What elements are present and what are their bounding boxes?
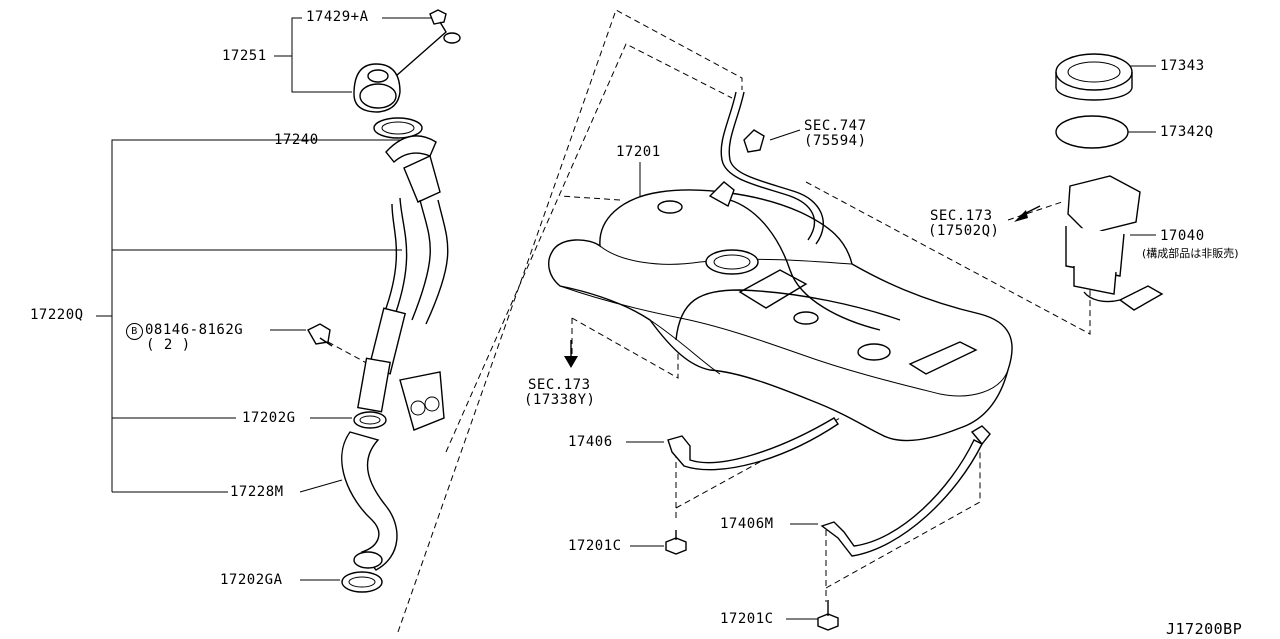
lock-ring — [1055, 53, 1133, 101]
label-17406m: 17406M — [720, 516, 774, 532]
bolt-type-circle: B — [126, 323, 143, 340]
bolts-17201c — [665, 530, 839, 631]
o-ring — [1055, 115, 1129, 149]
label-17240: 17240 — [274, 132, 319, 148]
bolt-08146 — [307, 323, 333, 347]
clamp-17202ga — [341, 571, 383, 593]
label-08146-number: 08146-8162G — [145, 322, 244, 338]
direction-arrows — [564, 205, 1041, 368]
label-17406: 17406 — [568, 434, 613, 450]
label-17251: 17251 — [222, 48, 267, 64]
filler-cap — [353, 9, 461, 113]
label-sec747: SEC.747 — [804, 118, 867, 134]
label-17202g: 17202G — [242, 410, 296, 426]
filler-neck — [353, 117, 449, 431]
label-17220q: 17220Q — [30, 307, 84, 323]
label-08146-qty: ( 2 ) — [146, 337, 191, 353]
label-sec747-ref: (75594) — [804, 133, 867, 149]
label-sec173-b: SEC.173 — [528, 377, 591, 393]
label-17202ga: 17202GA — [220, 572, 283, 588]
label-17343: 17343 — [1160, 58, 1205, 74]
label-17342q: 17342Q — [1160, 124, 1214, 140]
label-17201c-b: 17201C — [720, 611, 774, 627]
fuel-tank — [548, 91, 1013, 442]
label-17201: 17201 — [616, 144, 661, 160]
label-sec173-a-ref: (17502Q) — [928, 223, 1000, 239]
label-17228m: 17228M — [230, 484, 284, 500]
label-17040-note: (構成部品は非販売) — [1142, 247, 1239, 260]
diagram-code: J17200BP — [1166, 620, 1243, 638]
filler-hose — [341, 431, 398, 571]
label-17429a: 17429+A — [306, 9, 369, 25]
leader-lines — [96, 17, 1156, 620]
label-sec173-b-ref: (17338Y) — [524, 392, 596, 408]
label-17040: 17040 — [1160, 228, 1205, 244]
tank-straps — [667, 417, 991, 557]
label-sec173-a: SEC.173 — [930, 208, 993, 224]
label-17201c-a: 17201C — [568, 538, 622, 554]
fuel-pump — [1065, 175, 1164, 311]
